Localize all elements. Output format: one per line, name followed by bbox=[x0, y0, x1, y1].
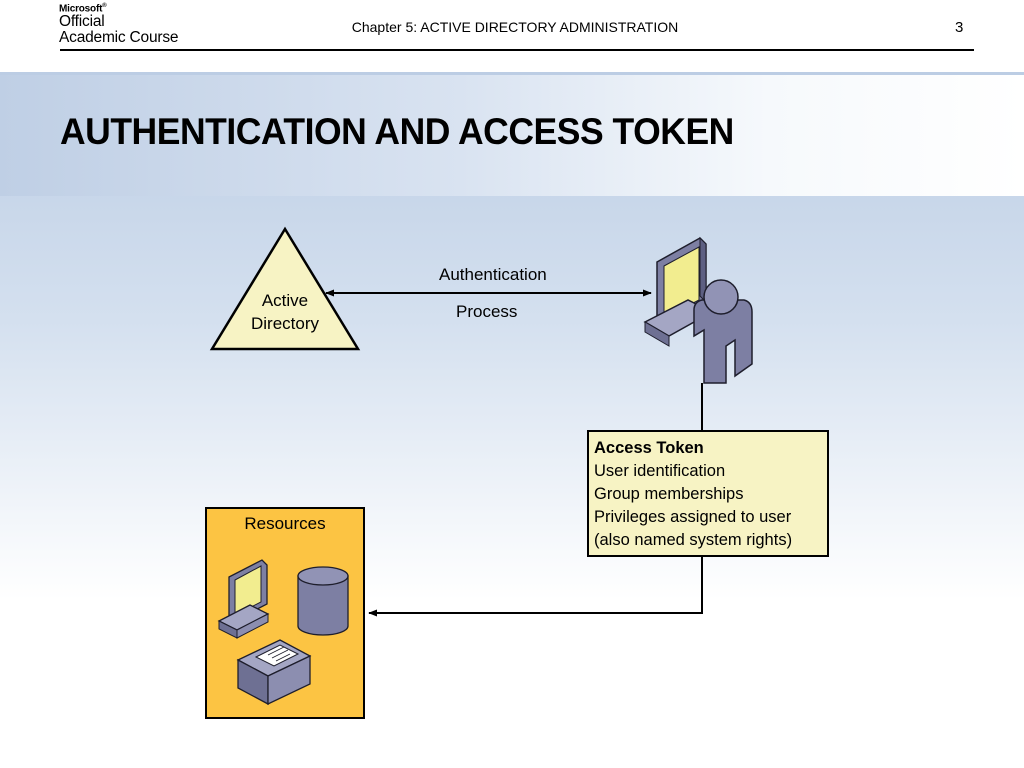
user-workstation-icon bbox=[643, 236, 753, 384]
process-label: Process bbox=[456, 302, 518, 321]
title-band bbox=[0, 75, 1024, 196]
access-token-title: Access Token bbox=[594, 439, 704, 457]
active-directory-label-line2: Directory bbox=[250, 314, 319, 333]
token-item: Privileges assigned to user bbox=[594, 508, 792, 526]
logo-official: Official bbox=[59, 13, 105, 31]
slide-title: AUTHENTICATION AND ACCESS TOKEN bbox=[60, 111, 734, 152]
token-item: User identification bbox=[594, 462, 726, 480]
active-directory-triangle bbox=[209, 226, 361, 351]
token-item: Group memberships bbox=[594, 485, 744, 503]
resources-box: Resources bbox=[205, 507, 365, 719]
logo-microsoft: Microsoft bbox=[59, 3, 103, 15]
authentication-label: Authentication bbox=[439, 265, 547, 284]
resources-label: Resources bbox=[244, 514, 326, 533]
logo-academic-course: Academic Course bbox=[59, 29, 179, 47]
chapter-title: Chapter 5: ACTIVE DIRECTORY ADMINISTRATI… bbox=[351, 19, 679, 35]
token-to-resources-arrow bbox=[368, 557, 703, 617]
access-token-box: Access Token User identification Group m… bbox=[587, 430, 829, 557]
page-number: 3 bbox=[955, 19, 964, 36]
header-divider bbox=[60, 49, 974, 51]
microsoft-official-academic-course-logo: Microsoft® Official Academic Course bbox=[59, 3, 179, 47]
active-directory-label-line1: Active bbox=[261, 291, 309, 310]
active-directory-label: Active Directory bbox=[235, 289, 335, 335]
token-item: (also named system rights) bbox=[594, 531, 793, 549]
